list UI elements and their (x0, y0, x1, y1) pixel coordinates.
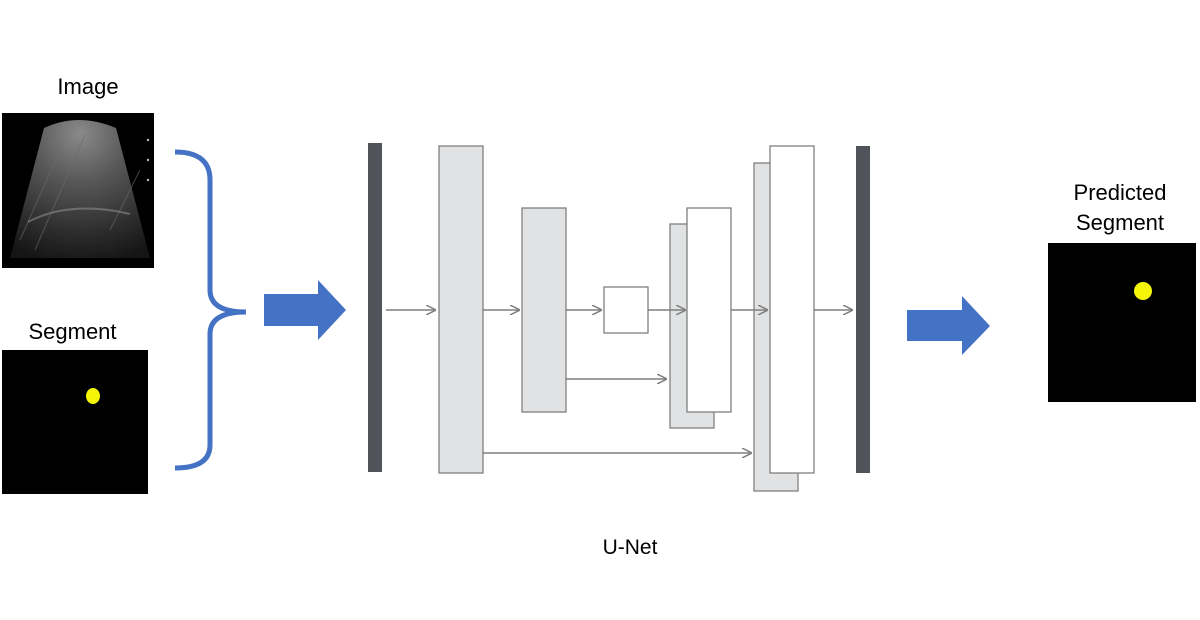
predicted-segment-label: Predicted Segment (1040, 178, 1200, 238)
input-image-label: Image (57, 74, 119, 99)
flow-arrow-right-icon (907, 296, 990, 355)
input-segment-label: Segment (28, 319, 117, 344)
encoder-block (521, 207, 567, 413)
decoder-block (686, 207, 732, 413)
predicted-segment-label-line1: Predicted (1073, 180, 1167, 205)
input-layer-bar (368, 143, 382, 472)
predicted-segment-mask (1048, 243, 1196, 402)
predicted-segment-label-line2: Segment (1075, 210, 1165, 235)
input-grouping-brace (174, 149, 247, 471)
bottleneck-block (603, 286, 649, 334)
decoder-block (769, 145, 815, 474)
unet-caption: U-Net (602, 536, 658, 559)
unet-architecture (368, 143, 870, 492)
input-segment-mask (2, 350, 148, 494)
encoder-block (438, 145, 484, 474)
ultrasound-image (2, 113, 154, 268)
output-layer-bar (856, 146, 870, 473)
flow-arrow-right-icon (264, 280, 346, 340)
